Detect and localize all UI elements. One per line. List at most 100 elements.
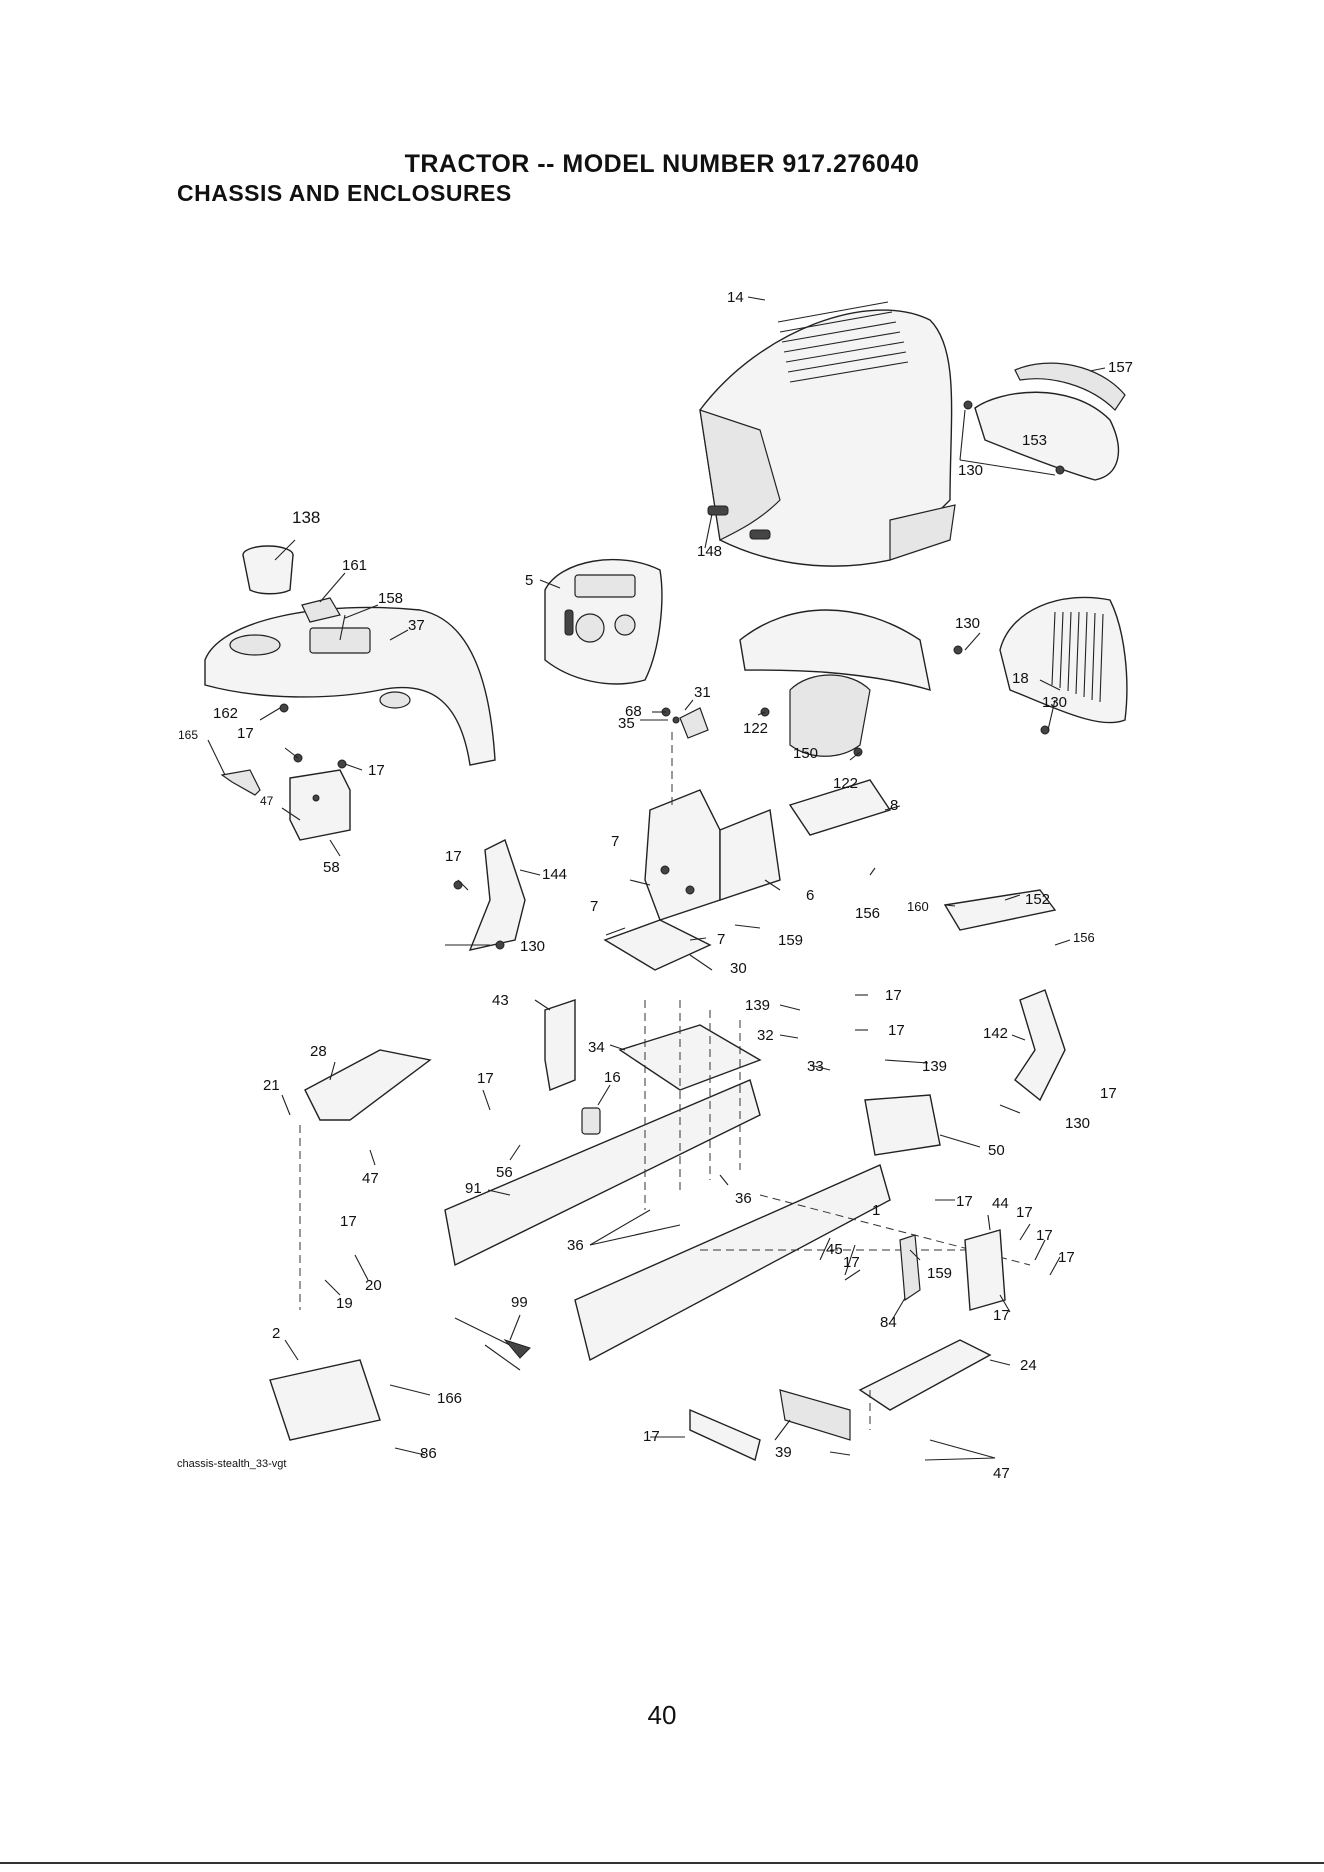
bracket-142: [1014, 989, 1066, 1102]
page-title: TRACTOR -- MODEL NUMBER 917.276040: [404, 150, 920, 178]
part-label: 130: [1065, 1115, 1090, 1132]
grille-slots: [1051, 611, 1104, 703]
part-label: 150: [793, 745, 818, 762]
bottom-divider: [0, 1862, 1324, 1864]
part-label: 39: [775, 1444, 792, 1461]
panel-30: [603, 919, 712, 971]
part-label: 161: [342, 557, 367, 574]
part-label: 159: [927, 1265, 952, 1282]
dash-panel-part: [544, 558, 663, 685]
bracket-44: [964, 1229, 1006, 1311]
brace-39: [689, 1408, 761, 1461]
part-label: 21: [263, 1077, 280, 1094]
frame-rail-left: [444, 1079, 761, 1267]
part-label: 31: [694, 684, 711, 701]
part-label: 17: [643, 1428, 660, 1445]
front-grille-part: [953, 596, 1128, 735]
part-label: 84: [880, 1314, 897, 1331]
part-label: 44: [992, 1195, 1009, 1212]
part-label: 37: [408, 617, 425, 634]
hood-vents: [777, 301, 909, 383]
part-label: 142: [983, 1025, 1008, 1042]
part-label: 17: [340, 1213, 357, 1230]
part-label: 7: [611, 833, 619, 850]
part-label: 19: [336, 1295, 353, 1312]
part-label: 36: [735, 1190, 752, 1207]
part-label: 139: [745, 997, 770, 1014]
part-label: 8: [890, 797, 898, 814]
part-label: 17: [368, 762, 385, 779]
page-number: 40: [647, 1700, 677, 1730]
part-label: 47: [362, 1170, 379, 1187]
part-label: 2: [272, 1325, 280, 1342]
part-label: 43: [492, 992, 509, 1009]
part-label: 7: [717, 931, 725, 948]
part-label: 156: [855, 905, 880, 922]
front-bracket-50: [864, 1094, 941, 1156]
air-duct-part: [739, 609, 931, 757]
part-label: 148: [697, 543, 722, 560]
part-label: 18: [1012, 670, 1029, 687]
part-label: 17: [1036, 1227, 1053, 1244]
part-label: 58: [323, 859, 340, 876]
part-label: 17: [885, 987, 902, 1004]
part-label: 17: [888, 1022, 905, 1039]
hood-part: [699, 301, 956, 567]
part-label: 17: [477, 1070, 494, 1087]
part-label: 91: [465, 1180, 482, 1197]
part-number-labels: 157 14 153 130 148 138 161 158 37 5 130 …: [178, 289, 1133, 1482]
section-subtitle: CHASSIS AND ENCLOSURES: [177, 180, 512, 206]
part-label: 130: [1042, 694, 1067, 711]
part-label: 153: [1022, 432, 1047, 449]
bracket-31: [679, 707, 709, 739]
part-label: 99: [511, 1294, 528, 1311]
part-label: 144: [542, 866, 567, 883]
lever-99: [454, 1317, 531, 1371]
part-label: 17: [1058, 1249, 1075, 1266]
part-label: 162: [213, 705, 238, 722]
rear-fender-part: [204, 545, 496, 766]
part-label: 17: [1100, 1085, 1117, 1102]
part-label: 32: [757, 1027, 774, 1044]
footrest-152: [943, 889, 1057, 931]
gasket-16: [581, 1107, 601, 1135]
part-label: 56: [496, 1164, 513, 1181]
diagram-reference-code: chassis-stealth_33-vgt: [177, 1458, 287, 1470]
part-label: 47: [993, 1465, 1010, 1482]
part-label: 160: [907, 899, 929, 914]
leader-lines: [207, 296, 1106, 1461]
footrest-24: [858, 1339, 992, 1411]
part-label: 156: [1073, 930, 1095, 945]
part-label: 45: [826, 1241, 843, 1258]
part-label: 5: [525, 572, 533, 589]
part-label: 17: [237, 725, 254, 742]
part-label: 130: [955, 615, 980, 632]
part-label: 158: [378, 590, 403, 607]
pedal-84: [899, 1234, 921, 1302]
part-label: 139: [922, 1058, 947, 1075]
part-label: 50: [988, 1142, 1005, 1159]
part-label: 16: [604, 1069, 621, 1086]
part-label: 24: [1020, 1357, 1037, 1374]
part-label: 1: [872, 1202, 880, 1219]
part-label: 138: [292, 508, 320, 527]
part-label: 33: [807, 1058, 824, 1075]
headlight-assembly: [963, 362, 1126, 481]
bracket-39b: [779, 1389, 851, 1441]
part-label: 152: [1025, 891, 1050, 908]
part-label: 7: [590, 898, 598, 915]
part-label: 165: [178, 728, 198, 742]
front-plate-2: [269, 1359, 381, 1441]
part-label: 17: [445, 848, 462, 865]
part-label: 20: [365, 1277, 382, 1294]
part-label: 17: [1016, 1204, 1033, 1221]
seat-bracket-part: [220, 703, 351, 841]
part-label: 130: [520, 938, 545, 955]
bracket-43: [544, 999, 576, 1091]
part-label: 6: [806, 887, 814, 904]
part-label: 17: [843, 1254, 860, 1271]
part-label: 159: [778, 932, 803, 949]
part-label: 35: [618, 715, 635, 732]
part-label: 17: [993, 1307, 1010, 1324]
